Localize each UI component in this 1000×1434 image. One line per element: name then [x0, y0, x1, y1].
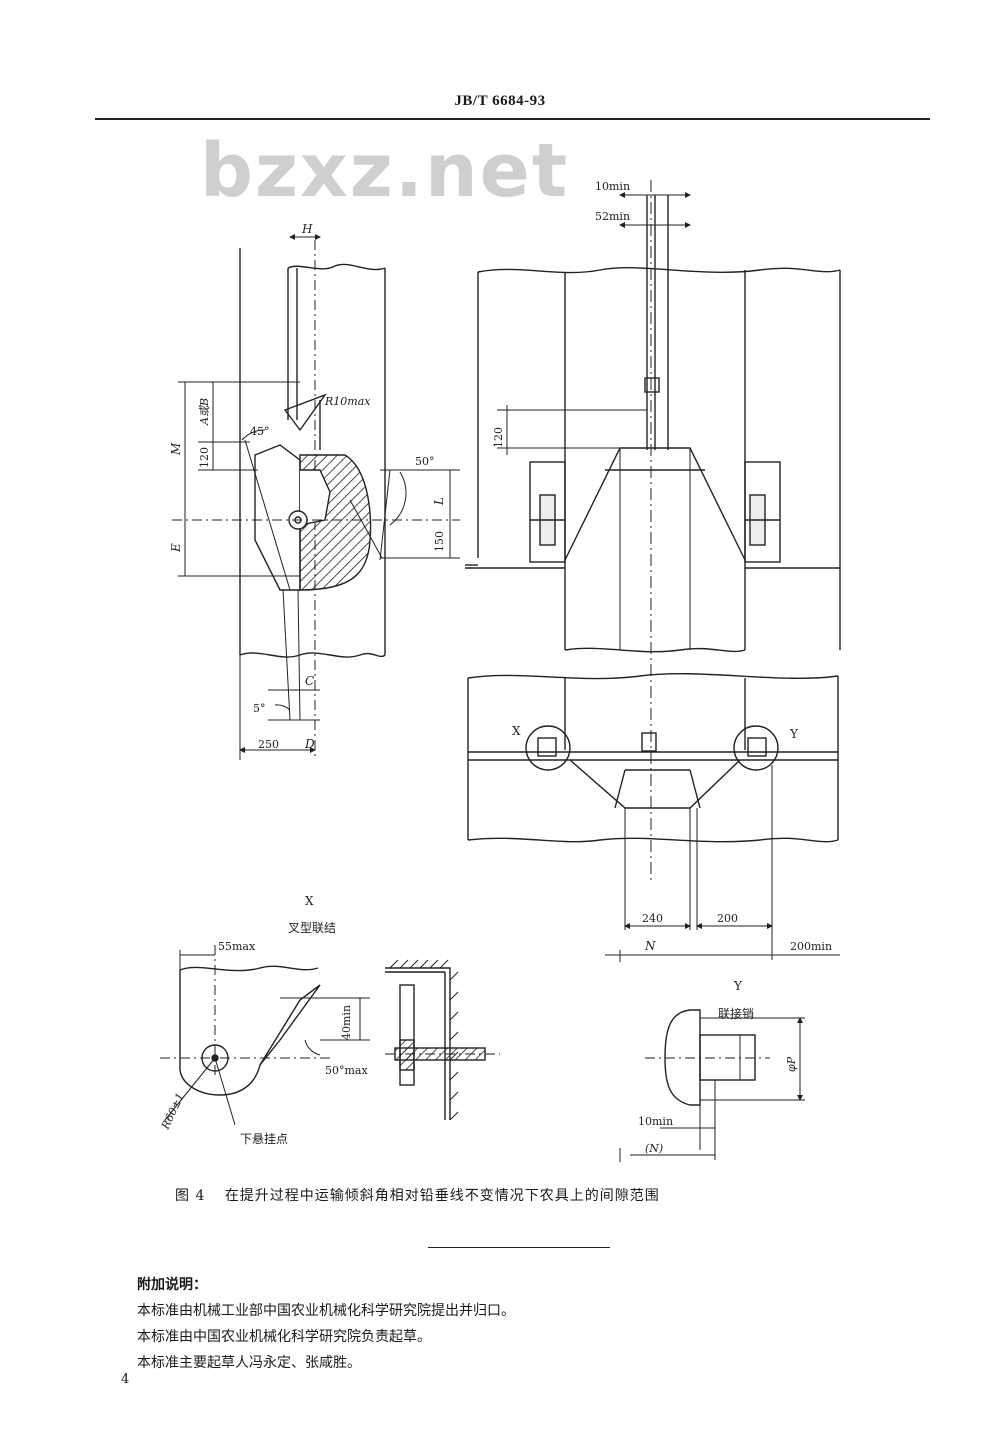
- detail-y-title: Y: [733, 979, 743, 993]
- dim-n: N: [644, 939, 656, 953]
- notes-line: 本标准由中国农业机械化科学研究院负责起草。: [137, 1329, 431, 1345]
- dim-52min: 52min: [595, 210, 630, 223]
- dim-10min-top: 10min: [595, 180, 630, 193]
- additional-notes: 附加说明： 本标准由机械工业部中国农业机械化科学研究院提出并归口。 本标准由中国…: [137, 1272, 515, 1376]
- notes-title: 附加说明：: [137, 1277, 207, 1293]
- dimension-labels: H R10max A或B M 120 45° 50° L 150 E C 5° …: [159, 180, 833, 1155]
- watermark: bzxz.net: [200, 128, 570, 214]
- detail-x-marker: X: [512, 724, 521, 738]
- dim-l: L: [432, 497, 446, 506]
- page-number: 4: [121, 1372, 130, 1387]
- dim-50max: 50°max: [325, 1064, 368, 1077]
- dim-10min-bottom: 10min: [638, 1115, 673, 1128]
- detail-x-subtitle: 叉型联结: [288, 921, 336, 935]
- front-view-lower: [467, 672, 840, 962]
- figure-caption-text: 在提升过程中运输倾斜角相对铅垂线不变情况下农具上的间隙范围: [224, 1188, 660, 1204]
- detail-y: [619, 1009, 805, 1162]
- side-view: [172, 234, 460, 760]
- dim-240: 240: [642, 912, 663, 925]
- detail-x-title: X: [305, 894, 314, 908]
- dim-55max: 55max: [218, 940, 256, 953]
- dim-40min: 40min: [340, 1005, 353, 1040]
- dim-200: 200: [717, 912, 738, 925]
- figure-caption: 图 4 在提升过程中运输倾斜角相对铅垂线不变情况下农具上的间隙范围: [175, 1185, 660, 1205]
- detail-y-subtitle: 联接销: [718, 1006, 754, 1021]
- dim-n-paren: (N): [645, 1142, 663, 1155]
- dim-r60: R60±1: [159, 1091, 187, 1132]
- detail-y-marker: Y: [789, 727, 799, 741]
- dim-a-or-b: A或B: [198, 398, 211, 426]
- dim-h: H: [301, 222, 313, 236]
- dim-200min: 200min: [790, 940, 832, 953]
- dim-d: D: [304, 737, 315, 751]
- dim-phi-p: φP: [785, 1056, 798, 1072]
- detail-x: [160, 945, 500, 1126]
- dim-150: 150: [433, 531, 446, 552]
- section-divider: [428, 1247, 610, 1248]
- dim-r10: R10max: [324, 395, 371, 408]
- dim-5deg: 5°: [253, 702, 266, 715]
- dim-m: M: [169, 442, 183, 456]
- dim-45deg: 45°: [250, 425, 270, 438]
- lower-hitch-point-label: 下悬挂点: [240, 1132, 288, 1146]
- dim-50deg-top: 50°: [415, 455, 435, 468]
- dim-120-right: 120: [492, 427, 505, 448]
- header-rule: [95, 118, 930, 120]
- standard-code-header: JB/T 6684-93: [454, 93, 546, 109]
- notes-line: 本标准主要起草人冯永定、张咸胜。: [137, 1355, 361, 1371]
- dim-c: C: [305, 674, 314, 688]
- dim-120-left: 120: [198, 447, 211, 468]
- notes-line: 本标准由机械工业部中国农业机械化科学研究院提出并归口。: [137, 1303, 515, 1319]
- dim-250: 250: [258, 738, 279, 751]
- dim-e: E: [169, 543, 183, 553]
- figure-number: 图 4: [175, 1188, 206, 1204]
- front-view-upper: [465, 180, 841, 880]
